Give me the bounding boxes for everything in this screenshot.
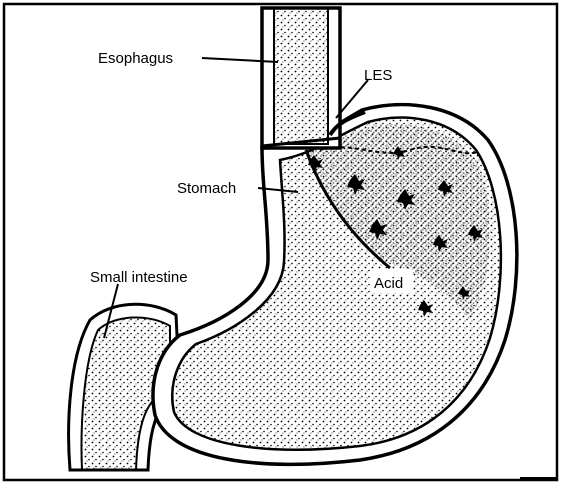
- small-intestine-label: Small intestine: [90, 269, 188, 286]
- acid-label: Acid: [374, 275, 403, 292]
- esophagus-label: Esophagus: [98, 50, 173, 67]
- esophagus-lumen: [274, 8, 328, 144]
- stomach-label: Stomach: [177, 180, 236, 197]
- les-label: LES: [364, 67, 392, 84]
